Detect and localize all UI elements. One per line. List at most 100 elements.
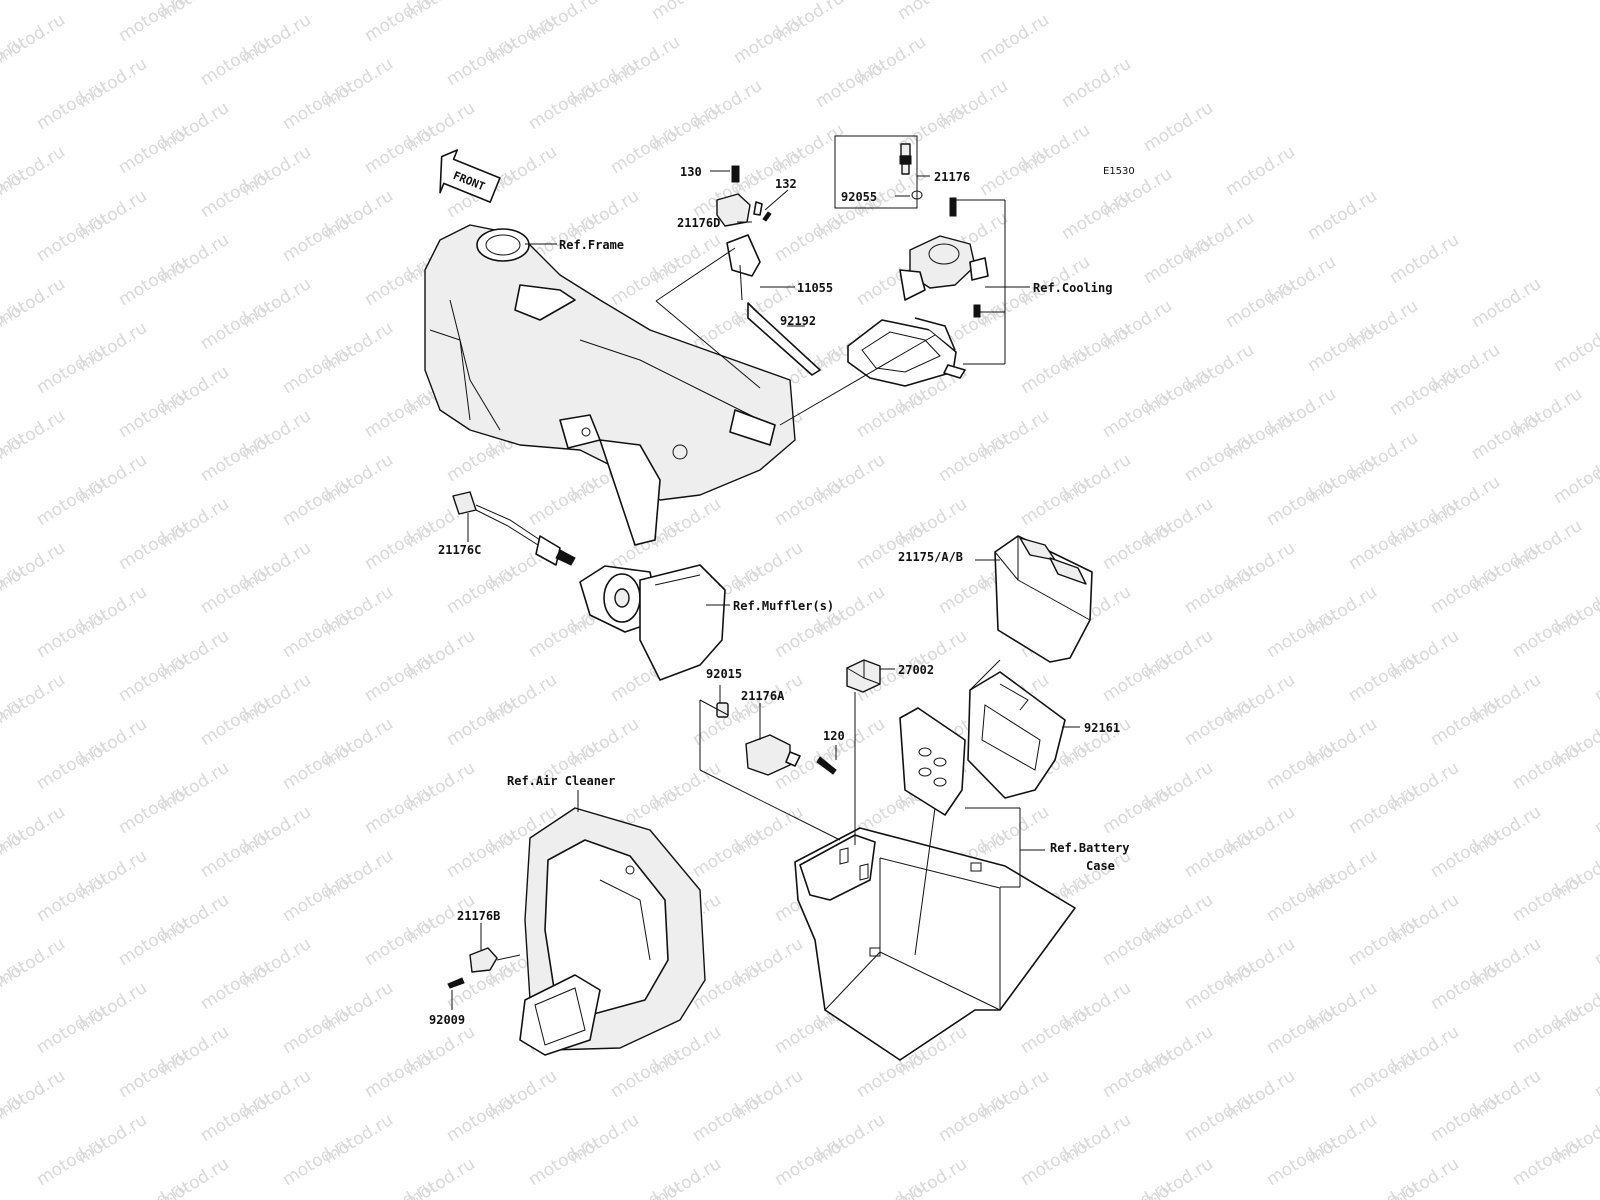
watermark-text: motod.ru	[1550, 318, 1600, 376]
holder-92161-drawing	[899, 671, 1066, 816]
callout-21176: 21176	[934, 170, 970, 184]
watermark-text: motod.ru	[1099, 648, 1176, 706]
watermark-text: motod.ru	[1222, 142, 1299, 200]
watermark-text: motod.ru	[1304, 318, 1381, 376]
watermark-text: motod.ru	[1591, 912, 1600, 970]
watermark-text: motod.ru	[607, 252, 684, 310]
watermark-text: motod.ru	[443, 824, 520, 882]
callout-21175: 21175/A/B	[898, 550, 963, 564]
watermark-text: motod.ru	[1181, 692, 1258, 750]
watermark-text: motod.ru	[1509, 1000, 1586, 1058]
watermark-text: motod.ru	[1222, 274, 1299, 332]
sensor-21176B-drawing	[447, 947, 521, 989]
watermark-text: motod.ru	[1509, 736, 1586, 794]
watermark-text: motod.ru	[1509, 1132, 1586, 1190]
callout-21176C: 21176C	[438, 543, 481, 557]
watermark-text: motod.ru	[361, 120, 438, 178]
watermark-text: motod.ru	[853, 1176, 930, 1200]
watermark-text: motod.ru	[33, 340, 110, 398]
watermark-text: motod.ru	[771, 1132, 848, 1190]
watermark-text: motod.ru	[812, 54, 889, 112]
watermark-text: motod.ru	[361, 384, 438, 442]
watermark-text: motod.ru	[1304, 186, 1381, 244]
watermark-text: motod.ru	[197, 32, 274, 90]
watermark-text: motod.ru	[361, 1176, 438, 1200]
callout-21176D: 21176D	[677, 216, 720, 230]
watermark-text: motod.ru	[1058, 54, 1135, 112]
ecu-21175-drawing	[994, 535, 1093, 663]
watermark-text: motod.ru	[1427, 560, 1504, 618]
watermark-text: motod.ru	[279, 340, 356, 398]
watermark-text: motod.ru	[115, 120, 192, 178]
watermark-text: motod.ru	[197, 560, 274, 618]
watermark-text: motod.ru	[525, 1132, 602, 1190]
watermark-text: motod.ru	[525, 76, 602, 134]
frame-drawing	[424, 224, 796, 546]
callout-132: 132	[775, 177, 797, 191]
watermark-text: motod.ru	[894, 0, 971, 24]
callout-ref-air-cleaner: Ref.Air Cleaner	[507, 774, 615, 788]
watermark-text: motod.ru	[607, 1044, 684, 1102]
watermark-text: motod.ru	[1427, 956, 1504, 1014]
battery-case-drawing	[794, 827, 1076, 1061]
watermark-text: motod.ru	[689, 1088, 766, 1146]
watermark-text: motod.ru	[1345, 912, 1422, 970]
watermark-text: motod.ru	[1181, 428, 1258, 486]
watermark-text: motod.ru	[115, 0, 192, 46]
watermark-text: motod.ru	[525, 472, 602, 530]
watermark-text: motod.ru	[1263, 868, 1340, 926]
coolant-sensor-drawing	[834, 135, 989, 318]
callout-ref-muffler: Ref.Muffler(s)	[733, 599, 834, 613]
watermark-text: motod.ru	[115, 516, 192, 574]
callout-92009: 92009	[429, 1013, 465, 1027]
watermark-text: motod.ru	[279, 472, 356, 530]
watermark-text: motod.ru	[197, 956, 274, 1014]
watermark-text: motod.ru	[1591, 780, 1600, 838]
watermark-text: motod.ru	[1591, 648, 1600, 706]
air-cleaner-drawing	[519, 807, 706, 1056]
callout-92015: 92015	[706, 667, 742, 681]
watermark-text: motod.ru	[279, 76, 356, 134]
watermark-text: motod.ru	[1017, 472, 1094, 530]
watermark-text: motod.ru	[33, 472, 110, 530]
callout-11055: 11055	[797, 281, 833, 295]
watermark-text: motod.ru	[443, 1088, 520, 1146]
watermark-text: motod.ru	[279, 0, 356, 2]
watermark-text: motod.ru	[33, 208, 110, 266]
watermark-text: motod.ru	[853, 516, 930, 574]
watermark-text: motod.ru	[1099, 384, 1176, 442]
watermark-text: motod.ru	[1591, 1044, 1600, 1102]
watermark-text: motod.ru	[1345, 648, 1422, 706]
watermark-text: motod.ru	[197, 428, 274, 486]
watermark-text: motod.ru	[279, 868, 356, 926]
leader-lines	[451, 170, 1080, 1010]
watermark-text: motod.ru	[1181, 956, 1258, 1014]
watermark-text: motod.ru	[976, 10, 1053, 68]
watermark-text: motod.ru	[1181, 824, 1258, 882]
watermark-text: motod.ru	[1427, 692, 1504, 750]
watermark-text: motod.ru	[443, 560, 520, 618]
watermark-text: motod.ru	[1468, 274, 1545, 332]
callout-21176B: 21176B	[457, 909, 500, 923]
watermark-text: motod.ru	[689, 0, 766, 2]
watermark-text: motod.ru	[197, 692, 274, 750]
callout-ref-cooling: Ref.Cooling	[1033, 281, 1112, 295]
relay-27002-drawing	[846, 659, 881, 693]
watermark-text: motod.ru	[33, 736, 110, 794]
watermark-text: motod.ru	[1263, 472, 1340, 530]
watermark-text: motod.ru	[115, 912, 192, 970]
watermark-text: motod.ru	[279, 208, 356, 266]
watermark-text: motod.ru	[33, 1000, 110, 1058]
watermark-text: motod.ru	[443, 692, 520, 750]
watermark-text: motod.ru	[197, 164, 274, 222]
watermark-text: motod.ru	[1345, 516, 1422, 574]
watermark-text: motod.ru	[361, 912, 438, 970]
watermark-text: motod.ru	[443, 32, 520, 90]
watermark-text: motod.ru	[1099, 912, 1176, 970]
watermark-text: motod.ru	[1140, 98, 1217, 156]
callout-92192: 92192	[780, 314, 816, 328]
o2-sensor-21176C-drawing	[452, 491, 576, 566]
callout-21176A: 21176A	[741, 689, 785, 703]
